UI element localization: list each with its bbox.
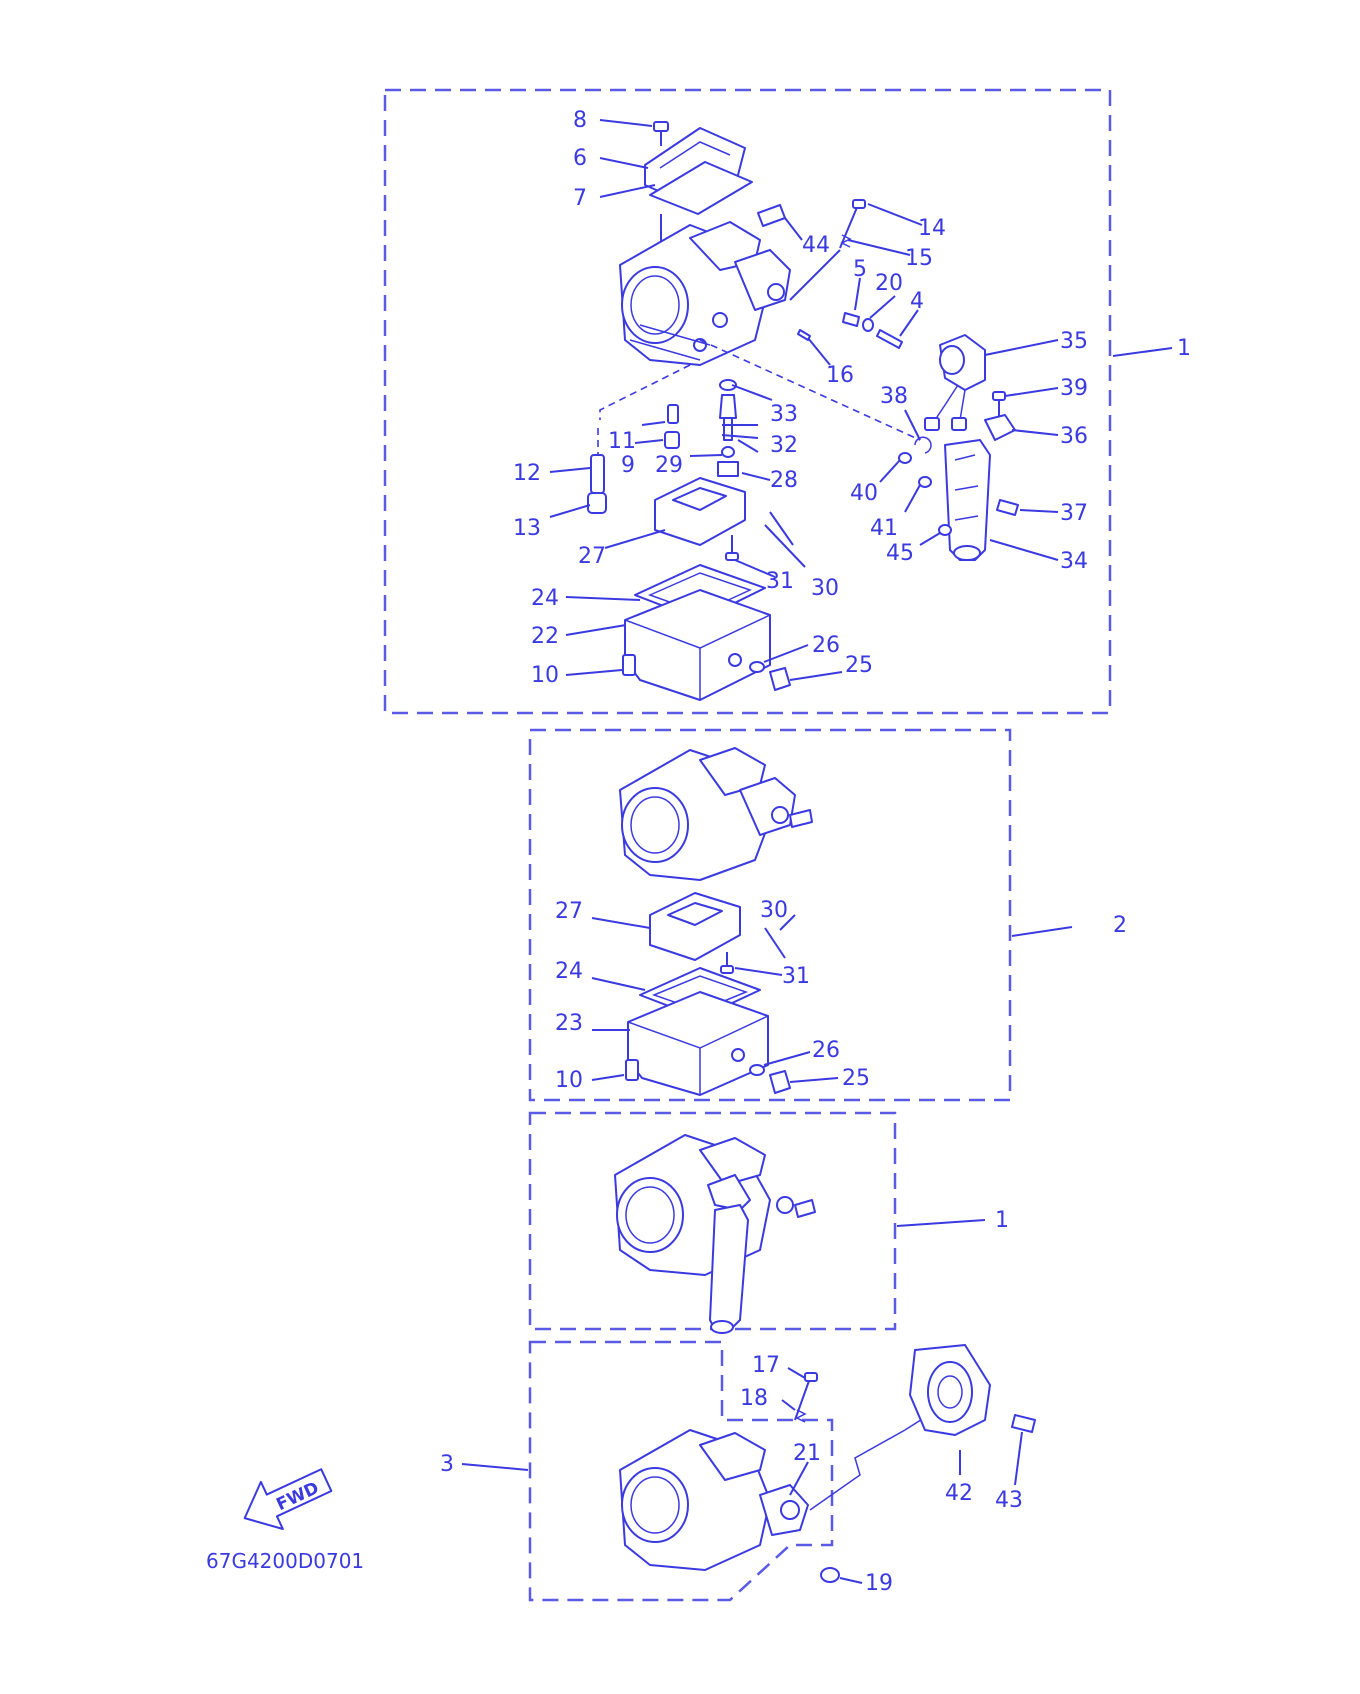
group-label-2: 2 [1113,913,1127,938]
box4-parts [619,1344,1036,1583]
callout-19: 19 [865,1571,893,1596]
callout-20: 20 [875,271,903,296]
group-label-1-third: 1 [995,1208,1009,1233]
callout-42: 42 [945,1481,973,1506]
callout-17: 17 [752,1353,780,1378]
callout-31-b: 31 [782,964,810,989]
group-label-3: 3 [440,1452,454,1477]
callout-36: 36 [1060,424,1088,449]
callout-27: 27 [578,544,606,569]
callout-12: 12 [513,461,541,486]
callout-15: 15 [905,246,933,271]
box1-leader-lines [549,119,1059,681]
callout-25: 25 [845,653,873,678]
callout-21: 21 [793,1441,821,1466]
callout-33: 33 [770,402,798,427]
callout-8: 8 [573,108,587,133]
callout-18: 18 [740,1386,768,1411]
callout-35: 35 [1060,329,1088,354]
assembly-box-2 [528,728,1012,1102]
callout-14: 14 [918,216,946,241]
callout-29: 29 [655,453,683,478]
callout-4: 4 [910,289,924,314]
callout-11: 11 [608,429,636,454]
callout-38: 38 [880,384,908,409]
diagram-code: 67G4200D0701 [206,1549,364,1573]
assembly-box-1 [383,88,1112,715]
callout-26-b: 26 [812,1038,840,1063]
callout-25-b: 25 [842,1066,870,1091]
callout-31: 31 [766,569,794,594]
callout-24: 24 [531,586,559,611]
box3-parts [614,1134,816,1334]
callout-43: 43 [995,1488,1023,1513]
callout-40: 40 [850,481,878,506]
box2-leader-lines [591,914,839,1083]
callout-45: 45 [886,541,914,566]
callout-9: 9 [621,453,635,478]
callout-13: 13 [513,516,541,541]
box2-callouts: 27 30 31 24 23 26 10 25 [555,898,870,1093]
callout-32: 32 [770,433,798,458]
box4-leader-lines [781,1367,1023,1584]
callout-37: 37 [1060,501,1088,526]
callout-16: 16 [826,363,854,388]
callout-30: 30 [811,576,839,601]
callout-10-b: 10 [555,1068,583,1093]
callout-34: 34 [1060,549,1088,574]
group-label-1-top: 1 [1177,336,1191,361]
callout-41: 41 [870,516,898,541]
callout-28: 28 [770,468,798,493]
callout-27-b: 27 [555,899,583,924]
callout-22: 22 [531,624,559,649]
callout-30-b: 30 [760,898,788,923]
callout-26: 26 [812,633,840,658]
fwd-arrow-icon: FWD [243,1468,333,1531]
assembly-box-4 [528,1340,834,1602]
callout-44: 44 [802,233,830,258]
box2-parts [619,747,813,1096]
callout-24-b: 24 [555,959,583,984]
box4-callouts: 17 18 21 42 43 19 [740,1353,1023,1596]
callout-10: 10 [531,663,559,688]
callout-5: 5 [853,257,867,282]
callout-23-b: 23 [555,1011,583,1036]
box1-callouts: 8 6 7 44 14 15 5 20 4 16 35 39 36 38 33 … [513,108,1088,688]
box1-parts [587,121,1019,701]
callout-39: 39 [1060,376,1088,401]
callout-6: 6 [573,146,587,171]
callout-7: 7 [573,186,587,211]
